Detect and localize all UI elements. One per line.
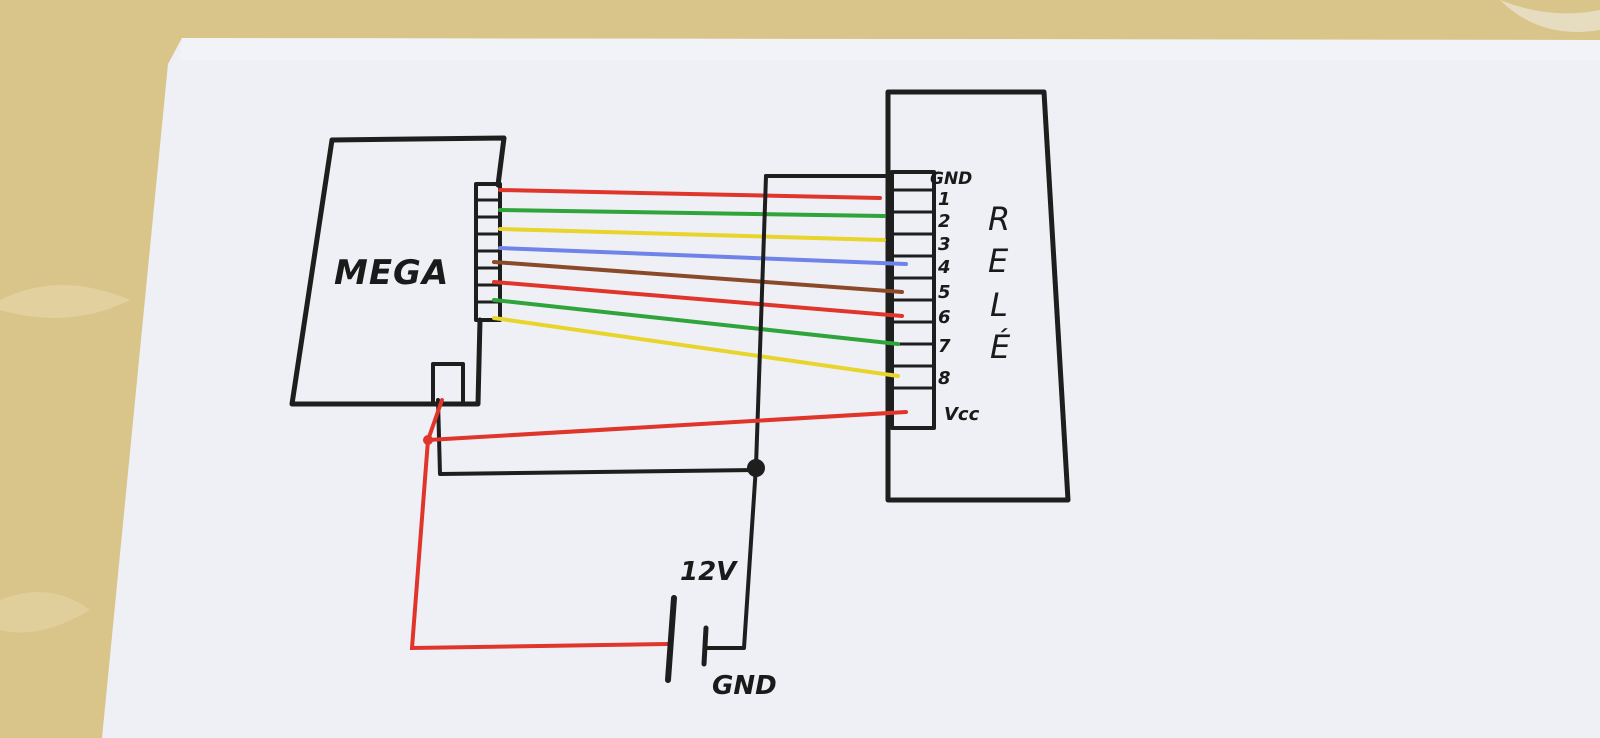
relay-letter-e: E [988, 242, 1009, 280]
paper-sheet [102, 38, 1600, 738]
signal-wire-7 [492, 298, 900, 346]
signal-wire-3 [498, 227, 886, 242]
relay-board: GND 1 2 3 4 5 6 7 8 Vcc R E L É [885, 89, 1071, 503]
relay-letter-e-accent: É [990, 328, 1011, 366]
mega-power-jack [431, 362, 465, 406]
relay-pin-8-label: 8 [938, 368, 951, 389]
gnd-wiring [436, 174, 890, 650]
vcc-junction [423, 435, 433, 445]
relay-pin-7-label: 7 [938, 336, 951, 357]
relay-pin-5-label: 5 [938, 282, 951, 303]
vcc-wiring [409, 398, 908, 651]
signal-wire-2 [498, 208, 886, 218]
relay-pin-vcc-label: Vcc [944, 404, 980, 425]
mega-header-pins [476, 198, 500, 304]
mega-label: MEGA [334, 253, 449, 293]
relay-pin-gnd-label: GND [930, 169, 972, 189]
signal-wire-4 [498, 246, 908, 266]
battery-gnd-label: GND [712, 671, 777, 701]
battery-voltage-label: 12V [680, 557, 738, 587]
signal-wire-5 [492, 260, 904, 294]
gnd-junction [747, 459, 765, 477]
signal-wires [492, 188, 908, 378]
relay-pin-1-label: 1 [938, 189, 951, 210]
relay-connector-pins [892, 188, 934, 390]
signal-wire-8 [492, 316, 900, 378]
relay-pin-3-label: 3 [938, 234, 951, 255]
signal-wire-1 [498, 188, 882, 200]
relay-pin-4-label: 4 [937, 257, 951, 278]
relay-pin-2-label: 2 [938, 211, 951, 232]
relay-letter-l: L [990, 286, 1008, 324]
mega-board: MEGA [289, 135, 507, 407]
relay-letter-r: R [988, 200, 1010, 238]
battery-12v: 12V GND [665, 557, 777, 701]
relay-pin-6-label: 6 [938, 307, 951, 328]
signal-wire-6 [492, 280, 904, 318]
